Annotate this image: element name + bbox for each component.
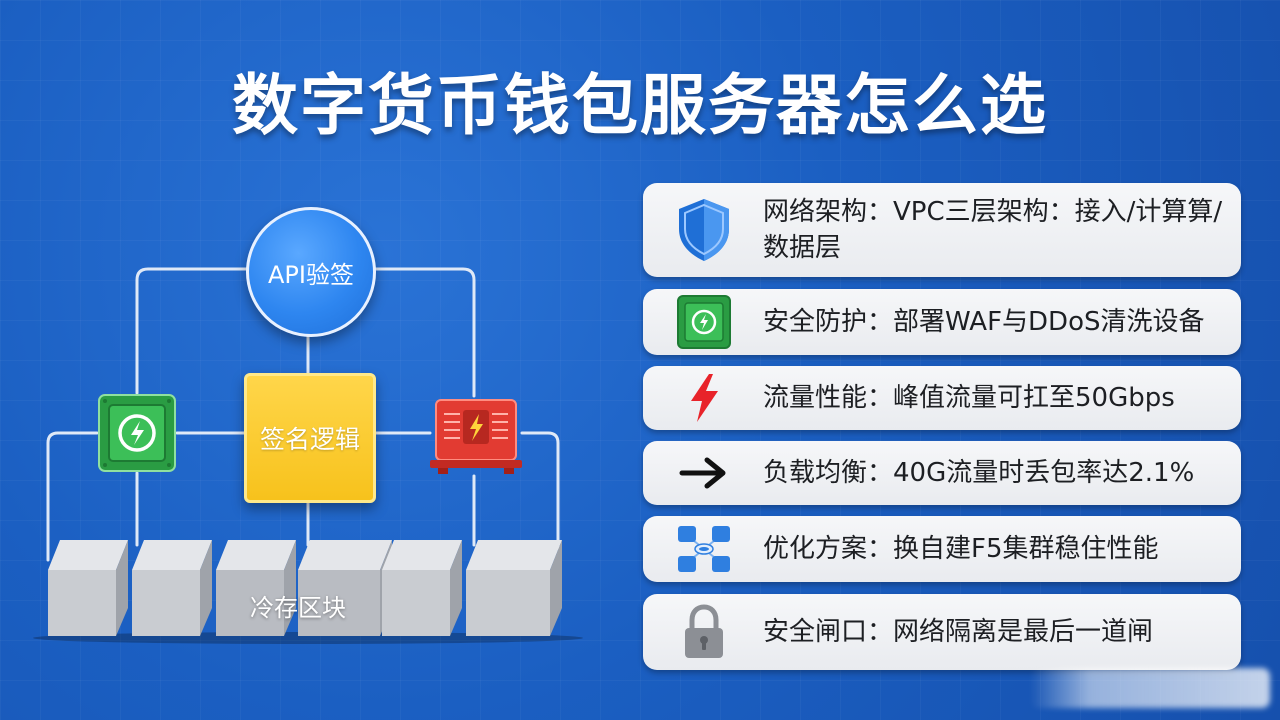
api-verify-node: API验签 — [246, 207, 376, 337]
card-load-balancing: 负载均衡：40G流量时丢包率达2.1% — [643, 441, 1241, 505]
green-security-device-icon — [98, 394, 176, 472]
page-title: 数字货币钱包服务器怎么选 — [232, 67, 1048, 144]
cold-storage-blocks — [33, 540, 583, 644]
card-text: 安全防护：部署WAF与DDoS清洗设备 — [763, 307, 1205, 337]
firewall-device-icon — [671, 294, 737, 350]
card-text: 流量性能：峰值流量可扛至50Gbps — [763, 383, 1175, 413]
storage-block — [132, 540, 212, 636]
card-traffic-performance: 流量性能：峰值流量可扛至50Gbps — [643, 366, 1241, 430]
storage-block — [466, 540, 562, 636]
arrow-right-icon — [671, 446, 737, 500]
storage-block — [382, 540, 462, 636]
card-network-architecture: 网络架构：VPC三层架构：接入/计算算/数据层 — [643, 183, 1241, 277]
card-security-protection: 安全防护：部署WAF与DDoS清洗设备 — [643, 289, 1241, 355]
cold-storage-label: 冷存区块 — [250, 594, 346, 622]
card-optimization-plan: 优化方案：换自建F5集群稳住性能 — [643, 516, 1241, 582]
shield-icon — [671, 197, 737, 263]
card-text: 网络架构：VPC三层架构：接入/计算算/数据层 — [763, 197, 1223, 263]
storage-block — [48, 540, 128, 636]
lightning-icon — [671, 371, 737, 425]
red-traffic-device-icon — [430, 399, 522, 474]
card-security-gate: 安全闸口：网络隔离是最后一道闸 — [643, 594, 1241, 670]
padlock-icon — [671, 602, 737, 662]
card-text: 负载均衡：40G流量时丢包率达2.1% — [763, 458, 1195, 488]
signing-logic-label: 签名逻辑 — [259, 425, 360, 454]
signing-logic-node: 签名逻辑 — [244, 373, 376, 503]
card-text: 安全闸口：网络隔离是最后一道闸 — [763, 617, 1154, 647]
watermark-blur — [1030, 668, 1270, 708]
cluster-network-icon — [671, 521, 737, 577]
storage-block — [216, 540, 296, 636]
connection-lines — [46, 267, 560, 562]
card-text: 优化方案：换自建F5集群稳住性能 — [763, 534, 1159, 564]
api-verify-label: API验签 — [268, 260, 354, 289]
architecture-diagram: API验签 签名逻辑 — [33, 207, 583, 644]
